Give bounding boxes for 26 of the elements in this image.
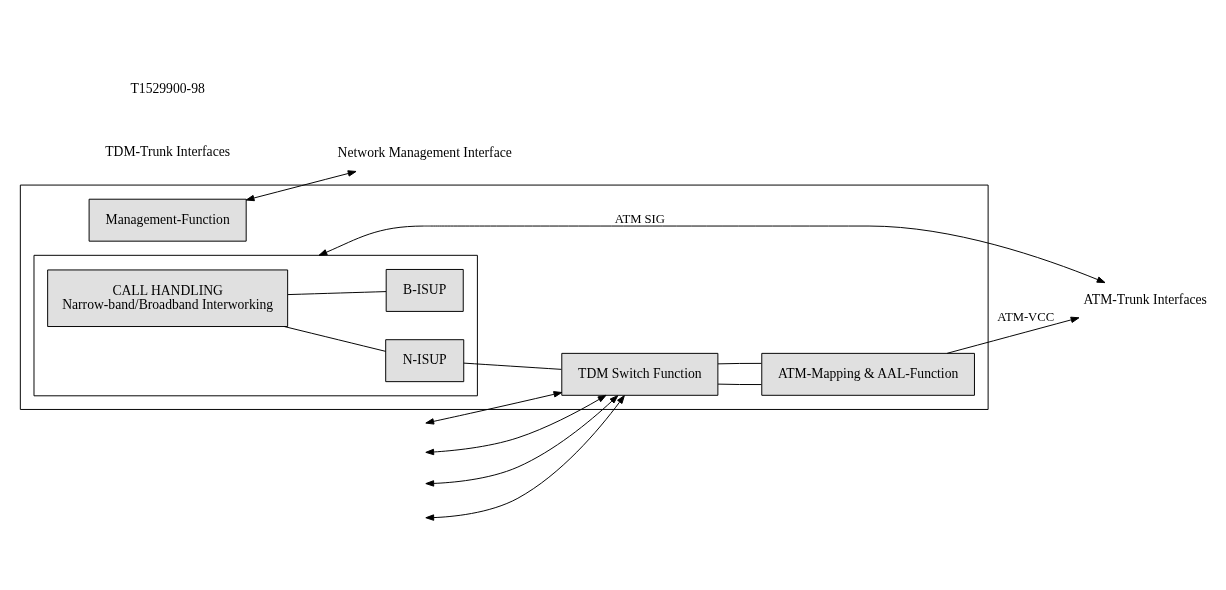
node-box: CALL HANDLING Narrow-band/Broadband Interworking [47,269,289,327]
arrow [425,391,563,425]
connector [463,362,562,370]
arrow [425,394,607,456]
label: TDM-Trunk Interfaces [105,144,231,160]
node-text: ATM-Trunk Interfaces [1083,291,1207,307]
arrow [245,170,357,202]
node-box: N-ISUP [385,339,465,383]
node-text: Network Management Interface [337,145,512,161]
connector [283,326,387,352]
cluster [33,254,478,397]
arrow [318,225,1106,284]
node-box: Management-Function [88,198,247,242]
edge-label: ATM-VCC [997,310,1055,325]
connector [287,291,387,296]
arrow [946,316,1080,354]
connector [717,383,762,386]
node-box: B-ISUP [385,268,464,312]
cluster [19,184,989,410]
edge-label: ATM SIG [614,211,665,226]
label: T1529900-98 [130,81,205,97]
arrow [425,395,625,521]
node-box: TDM Switch Function [561,352,719,396]
connector [717,362,762,365]
node-box: ATM-Mapping & AAL-Function [761,352,975,396]
arrow [425,395,619,487]
